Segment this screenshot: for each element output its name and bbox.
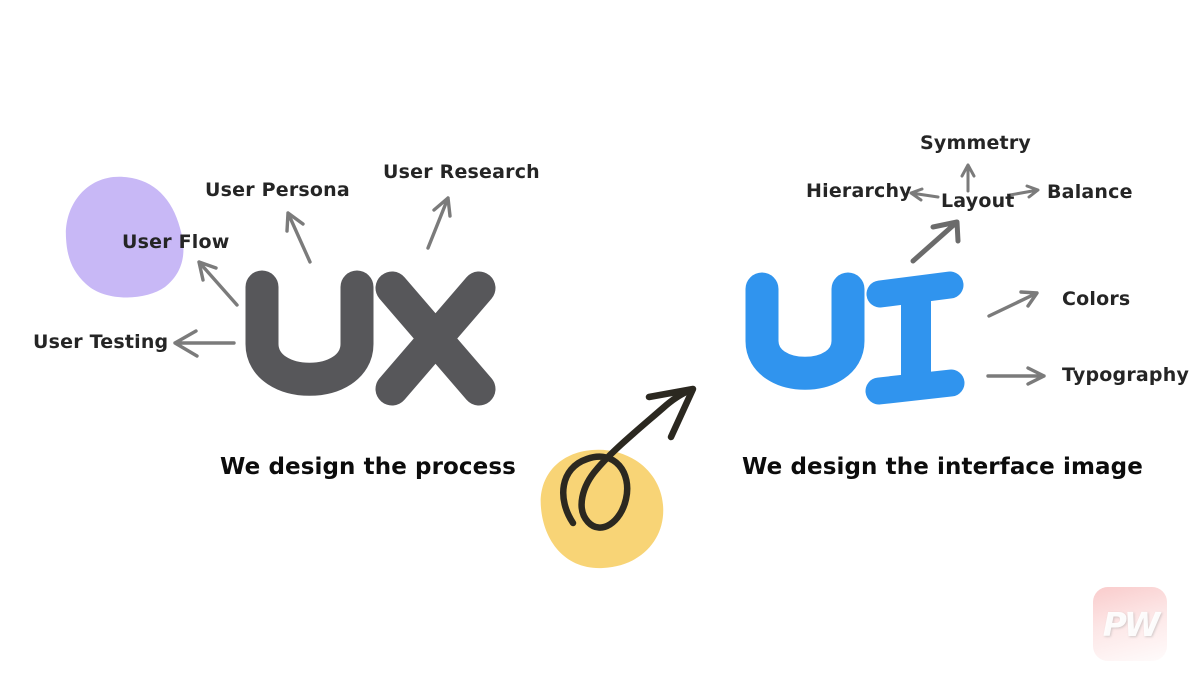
pw-watermark: PW (1093, 587, 1167, 661)
arrow-layout-balance (1008, 184, 1040, 199)
arrow-colors (987, 290, 1039, 318)
label-layout: Layout (941, 190, 1015, 212)
label-symmetry: Symmetry (920, 132, 1031, 154)
ux-letters: UX (245, 270, 496, 406)
label-colors: Colors (1062, 288, 1131, 310)
annotation-arrows (173, 163, 1046, 386)
pw-watermark-text: PW (1102, 604, 1161, 644)
doodle-curl-arrow (560, 385, 697, 531)
doodle-curl-shaft (560, 386, 694, 531)
label-user-flow: User Flow (122, 231, 230, 253)
label-user-research: User Research (383, 161, 540, 183)
yellow-blob (540, 449, 664, 569)
arrow-user-testing (173, 329, 236, 358)
arrow-layout-hierarchy (909, 187, 940, 202)
purple-blob (65, 176, 184, 298)
ui-caption: We design the interface image (742, 454, 1143, 480)
label-user-testing: User Testing (33, 331, 169, 353)
label-hierarchy: Hierarchy (806, 180, 912, 202)
doodle-curl-head (645, 385, 697, 441)
label-balance: Balance (1047, 181, 1133, 203)
arrow-user-flow (197, 260, 239, 307)
ux-caption: We design the process (220, 454, 516, 480)
arrow-ui-layout (910, 219, 961, 264)
ui-letters: UI (745, 271, 965, 405)
label-user-persona: User Persona (205, 179, 350, 201)
ui-letter-u (745, 272, 865, 390)
ux-letter-x (375, 271, 496, 406)
arrow-typography (986, 366, 1046, 386)
ui-letter-i-bottombar (865, 369, 965, 405)
arrow-user-research (426, 196, 452, 250)
arrow-user-persona (285, 211, 312, 264)
ui-letter-i-topbar (866, 271, 964, 308)
arrow-layout-symmetry (960, 163, 976, 193)
label-typography: Typography (1062, 364, 1190, 386)
ux-letter-u (245, 270, 374, 396)
